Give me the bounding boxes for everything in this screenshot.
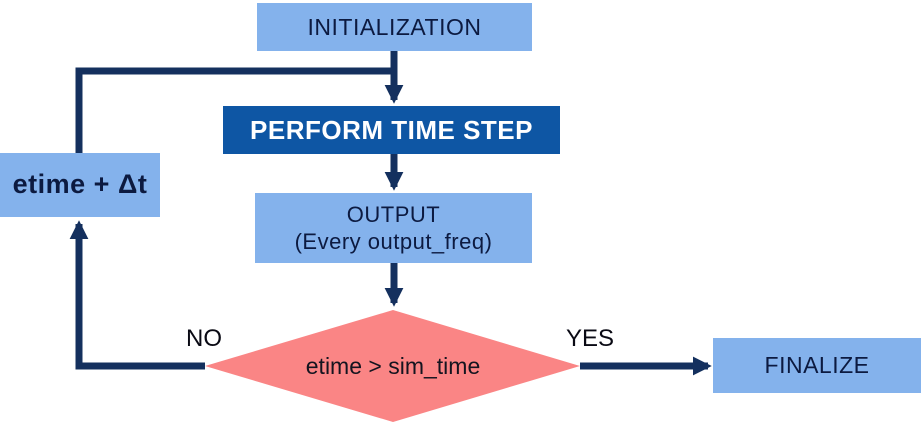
edge-label-yes: YES [566,325,615,352]
node-finalize-label: FINALIZE [764,352,870,379]
node-etime-increment: etime + Δt [0,153,160,217]
node-initialization: INITIALIZATION [257,3,532,51]
edge-label-no: NO [186,325,222,352]
node-initialization-label: INITIALIZATION [307,13,482,40]
node-perform-time-step-label: PERFORM TIME STEP [250,114,533,145]
arrow-no-branch [69,220,205,370]
node-etime-increment-label: etime + Δt [12,169,148,200]
node-output: OUTPUT (Every output_freq) [255,193,532,263]
loop-return-connector [75,67,397,153]
decision-diamond [205,310,580,422]
decision-diamond-label: etime > sim_time [305,353,481,379]
node-finalize: FINALIZE [713,338,921,393]
node-output-label: OUTPUT [346,201,441,227]
node-output-sublabel: (Every output_freq) [294,229,493,254]
node-perform-time-step: PERFORM TIME STEP [223,106,560,154]
